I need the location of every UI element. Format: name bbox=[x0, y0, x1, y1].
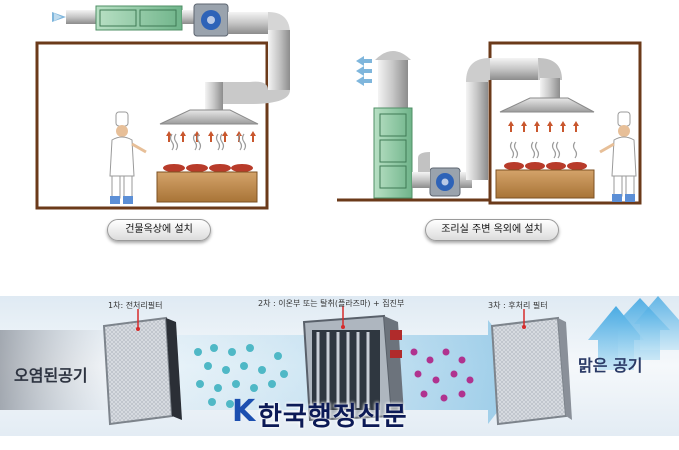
particles-stage2 bbox=[410, 348, 474, 402]
caption-outdoor: 조리실 주변 옥외에 설치 bbox=[425, 219, 559, 241]
kitchen-hood-right bbox=[499, 97, 595, 113]
pots bbox=[163, 164, 253, 172]
outdoor-scene bbox=[337, 41, 642, 205]
rooftop-scene bbox=[35, 3, 290, 210]
cooking-counter-right bbox=[495, 169, 595, 199]
roof-duct bbox=[52, 3, 290, 112]
chef-right bbox=[599, 111, 637, 202]
label-stage2: 2차 : 이온부 또는 탈취(플라즈마) + 집진부 bbox=[258, 299, 405, 308]
vertical-duct bbox=[268, 30, 290, 90]
post-filter bbox=[490, 309, 572, 426]
steam bbox=[169, 133, 247, 151]
outlet-arrows bbox=[356, 56, 372, 86]
watermark-logo: K bbox=[232, 394, 256, 429]
filter-process bbox=[0, 296, 679, 436]
kitchen-hood bbox=[159, 109, 259, 125]
cooking-counter bbox=[156, 171, 258, 203]
building-wall bbox=[35, 41, 269, 210]
kitchen-wall bbox=[488, 41, 642, 205]
polluted-haze bbox=[0, 330, 120, 410]
watermark-text: 한국행정신문 bbox=[258, 402, 408, 432]
label-stage3: 3차 : 후처리 필터 bbox=[488, 301, 548, 310]
pre-filter bbox=[102, 309, 182, 426]
smoke-arrows-right bbox=[508, 121, 579, 132]
clean-air-label: 맑은 공기 bbox=[578, 356, 643, 375]
chef bbox=[109, 111, 147, 204]
label-stage1: 1차: 전처리필터 bbox=[108, 301, 163, 310]
particles-stage1 bbox=[194, 344, 288, 408]
clean-air-arrows bbox=[588, 296, 679, 370]
polluted-air-label: 오염된공기 bbox=[14, 366, 88, 385]
ionizer-collector-unit bbox=[302, 306, 404, 422]
caption-rooftop: 건물옥상에 설치 bbox=[107, 219, 211, 241]
